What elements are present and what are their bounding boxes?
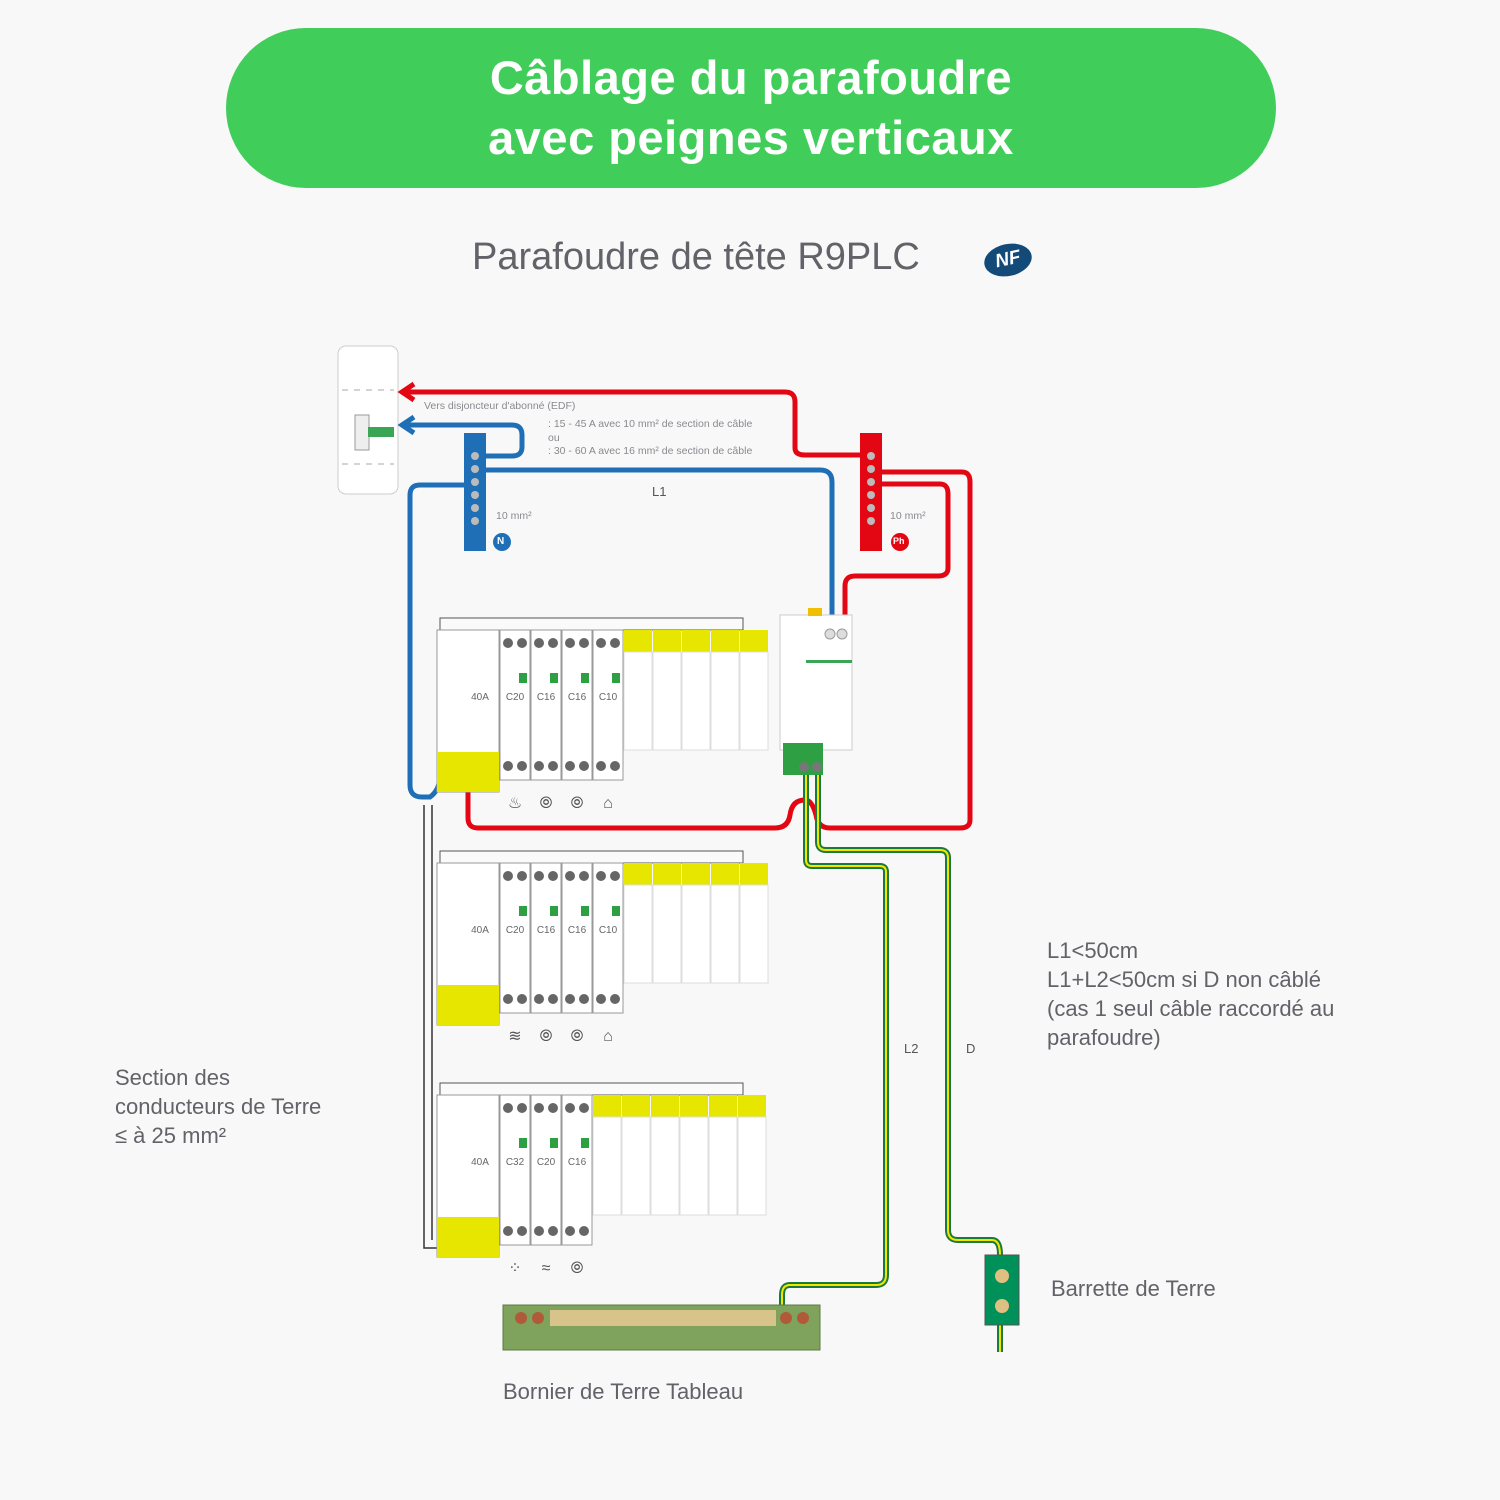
phase-badge: Ph: [893, 536, 905, 546]
surge-protector: [779, 608, 853, 775]
comb-cap: [709, 1095, 737, 1117]
length-rules: L1<50cm L1+L2<50cm si D non câblé (cas 1…: [1047, 938, 1335, 1050]
socket-icon: ⦾: [571, 1260, 584, 1277]
circuit-breaker: [592, 862, 624, 1014]
comb-cap: [622, 1095, 650, 1117]
comb-cap: [593, 1095, 621, 1117]
heater-icon: ♨: [508, 795, 522, 812]
supply-rule-2: : 30 - 60 A avec 16 mm² de section de câ…: [548, 445, 753, 457]
circuit-breaker: [561, 629, 593, 781]
breaker-row: 40A C32 ⁘ C20 ≈ C16 ⦾: [436, 1082, 767, 1277]
circuit-breaker: [499, 862, 531, 1014]
circuit-breaker: [561, 1094, 593, 1246]
comb-cap: [624, 630, 652, 652]
washing-machine-icon: ≋: [508, 1028, 521, 1045]
circuit-breaker: [530, 862, 562, 1014]
main-switch-rating: 40A: [471, 925, 489, 936]
neutral-supply-wire: [405, 422, 525, 459]
l2-label: L2: [904, 1041, 919, 1056]
arrow-left-icon: [397, 381, 416, 403]
circuit-breaker: [592, 629, 624, 781]
title-banner: Câblage du parafoudre avec peignes verti…: [226, 28, 1276, 188]
phase-wire-to-main: [465, 469, 973, 831]
socket-icon: ⦾: [571, 1028, 584, 1045]
comb-cap: [653, 630, 681, 652]
circuit-breaker: [499, 629, 531, 781]
earth-bar: [984, 1254, 1020, 1326]
breaker-rating: C16: [568, 1157, 587, 1168]
comb-cap: [682, 630, 710, 652]
main-breaker: [337, 345, 399, 495]
breaker-row: 40A C20 ♨ C16 ⦾ C16 ⦾ C10 ⌂: [436, 617, 769, 812]
neutral-badge: N: [497, 536, 505, 547]
phase-section: 10 mm²: [890, 510, 926, 522]
comb-cap: [711, 630, 739, 652]
breaker-rating: C20: [537, 1157, 556, 1168]
circuit-breaker: [561, 862, 593, 1014]
lamp-icon: ⌂: [603, 795, 613, 812]
circuit-breaker: [530, 1094, 562, 1246]
breaker-rating: C32: [506, 1157, 525, 1168]
breaker-rating: C16: [568, 925, 587, 936]
cooktop-icon: ⁘: [508, 1260, 521, 1277]
comb-cap: [680, 1095, 708, 1117]
comb-cap: [651, 1095, 679, 1117]
arrow-left-icon: [397, 414, 416, 436]
breaker-rating: C10: [599, 925, 618, 936]
comb-cap: [740, 630, 768, 652]
water-heater-icon: ≈: [542, 1260, 551, 1277]
l1-phase-wire: [842, 481, 951, 625]
socket-icon: ⦾: [540, 795, 553, 812]
d-label: D: [966, 1041, 976, 1056]
earth-section-note: Section des conducteurs de Terre ≤ à 25 …: [115, 1065, 322, 1148]
supply-label: Vers disjoncteur d'abonné (EDF): [424, 400, 576, 412]
socket-icon: ⦾: [540, 1028, 553, 1045]
breaker-rating: C16: [537, 692, 556, 703]
supply-or: ou: [548, 432, 560, 444]
comb-cap: [711, 863, 739, 885]
earth-terminal-label: Bornier de Terre Tableau: [503, 1379, 744, 1404]
main-switch-rating: 40A: [471, 692, 489, 703]
socket-icon: ⦾: [571, 795, 584, 812]
comb-cap: [682, 863, 710, 885]
breaker-rating: C20: [506, 925, 525, 936]
subtitle: Parafoudre de tête R9PLC: [472, 236, 920, 278]
earth-terminal-block: [502, 1304, 821, 1351]
main-switch-rating: 40A: [471, 1157, 489, 1168]
earth-bar-label: Barrette de Terre: [1051, 1276, 1216, 1301]
comb-cap: [740, 863, 768, 885]
breaker-rating: C16: [537, 925, 556, 936]
earth-wires: [423, 770, 1003, 1352]
phase-distribution-bar: [860, 433, 909, 551]
title-line-1: Câblage du parafoudre: [489, 51, 1013, 104]
breaker-rating: C20: [506, 692, 525, 703]
breaker-row: 40A C20 ≋ C16 ⦾ C16 ⦾ C10 ⌂: [436, 850, 769, 1045]
circuit-breaker: [499, 1094, 531, 1246]
breaker-rating: C16: [568, 692, 587, 703]
comb-cap: [624, 863, 652, 885]
comb-cap: [653, 863, 681, 885]
comb-cap: [738, 1095, 766, 1117]
title-line-2: avec peignes verticaux: [488, 111, 1014, 164]
l1-neutral-wire: [480, 467, 835, 615]
supply-rule-1: : 15 - 45 A avec 10 mm² de section de câ…: [548, 418, 753, 430]
lamp-icon: ⌂: [603, 1028, 613, 1045]
l1-label: L1: [652, 484, 667, 499]
neutral-distribution-bar: [464, 433, 511, 551]
neutral-section: 10 mm²: [496, 510, 532, 522]
circuit-breaker: [530, 629, 562, 781]
breaker-rating: C10: [599, 692, 618, 703]
phase-supply-wire: [405, 389, 862, 458]
